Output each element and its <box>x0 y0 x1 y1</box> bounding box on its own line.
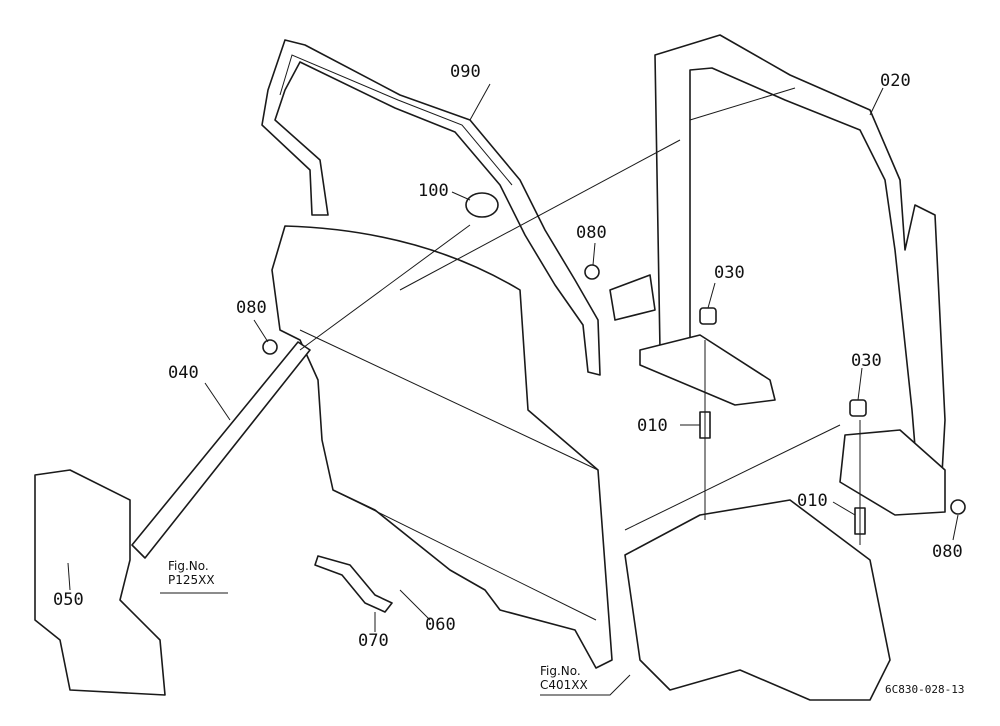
drawing-code: 6C830-028-13 <box>885 683 965 696</box>
bolt-080b <box>584 264 600 280</box>
leader-lines <box>67 83 959 696</box>
support-frame-020 <box>609 34 946 516</box>
label-080-right: 080 <box>932 542 963 562</box>
label-080-top: 080 <box>576 223 607 243</box>
fig-ref-c401xx: Fig.No. C401XX <box>540 664 588 692</box>
label-010-right: 010 <box>797 491 828 511</box>
brace-040 <box>131 341 311 559</box>
adjacent-parts <box>34 469 891 701</box>
guard-frame-090 <box>261 39 601 376</box>
bolt-080a <box>262 339 278 355</box>
bolt-080c <box>950 499 966 515</box>
label-040: 040 <box>168 363 199 383</box>
strip-070 <box>314 555 393 613</box>
label-070: 070 <box>358 631 389 651</box>
fig-ref-p125xx: Fig.No. P125XX <box>168 559 215 587</box>
shroud-panel-060 <box>271 225 613 669</box>
clamp-100 <box>465 192 499 218</box>
label-050: 050 <box>53 590 84 610</box>
label-100: 100 <box>418 181 449 201</box>
nut-030b <box>849 399 867 417</box>
label-020: 020 <box>880 71 911 91</box>
nut-030a <box>699 307 717 325</box>
label-080-left: 080 <box>236 298 267 318</box>
label-010-left: 010 <box>637 416 668 436</box>
assembly-lines <box>299 139 861 545</box>
label-060: 060 <box>425 615 456 635</box>
label-030-top: 030 <box>714 263 745 283</box>
label-030-right: 030 <box>851 351 882 371</box>
label-090: 090 <box>450 62 481 82</box>
